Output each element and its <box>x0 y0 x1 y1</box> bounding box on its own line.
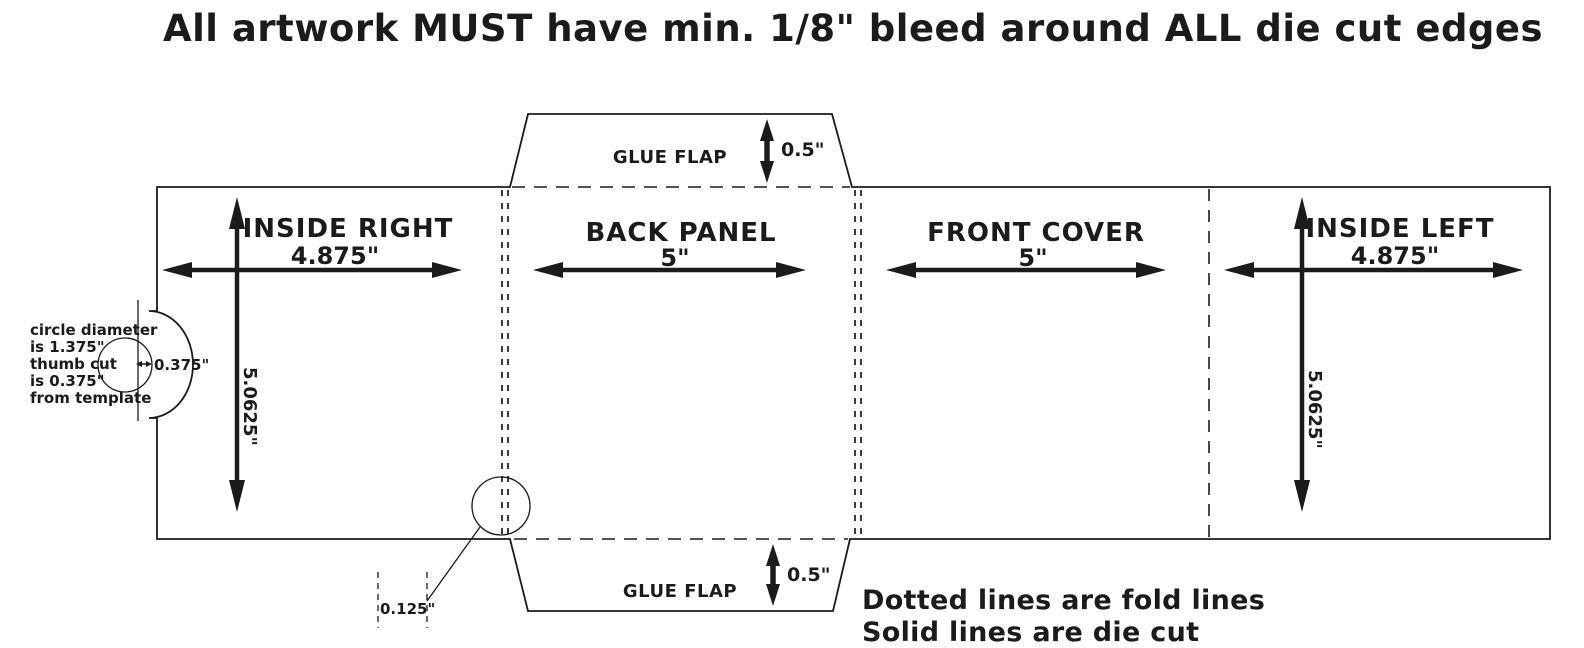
glue-flap-bottom-label: GLUE FLAP <box>623 581 737 602</box>
panel-width-back-panel: 5" <box>660 244 689 272</box>
height-label-inside-right: 5.0625" <box>239 367 260 446</box>
panel-width-inside-left: 4.875" <box>1351 242 1439 270</box>
panel-label-front-cover: FRONT COVER <box>927 218 1145 248</box>
glue-flap-top-height-label: 0.5" <box>781 139 825 161</box>
legend-fold-lines: Dotted lines are fold lines <box>862 585 1265 616</box>
width-arrow-inside-left <box>1224 262 1523 278</box>
height-arrow-inside-right <box>229 197 245 512</box>
panel-label-inside-right: INSIDE RIGHT <box>243 214 454 244</box>
legend-die-cut-lines: Solid lines are die cut <box>862 617 1199 648</box>
glue-flap-bottom-height-label: 0.5" <box>787 564 831 586</box>
thumb-cut-note-line-2: is 1.375" <box>30 338 105 356</box>
thumb-cut-note-line-1: circle diameter <box>30 321 158 339</box>
thumb-cut-note-line-4: is 0.375" <box>30 372 105 390</box>
thumb-cut-note-text: circle diameter is 1.375" thumb cut is 0… <box>30 321 158 407</box>
die-cut-outline <box>148 113 1551 612</box>
glue-flap-top-height-arrow <box>760 119 774 183</box>
thumb-cut-offset-arrow <box>136 361 152 367</box>
corner-gap-label: 0.125" <box>380 600 435 618</box>
height-label-inside-left: 5.0625" <box>1304 370 1325 449</box>
panel-label-back-panel: BACK PANEL <box>585 218 776 248</box>
corner-gap-callout-circle <box>471 476 531 536</box>
width-arrow-back-panel <box>533 262 806 278</box>
width-arrow-inside-right <box>162 262 462 278</box>
width-arrow-front-cover <box>886 262 1166 278</box>
thumb-cut-note-line-5: from template <box>30 389 151 407</box>
thumb-cut-circle <box>97 337 153 393</box>
thumb-cut-note-line-3: thumb cut <box>30 355 117 373</box>
thumb-cut-offset-label: 0.375" <box>154 356 209 374</box>
panel-label-inside-left: INSIDE LEFT <box>1305 214 1494 244</box>
bleed-warning-title: All artwork MUST have min. 1/8" bleed ar… <box>163 7 1543 50</box>
glue-flap-bottom-height-arrow <box>766 544 780 606</box>
glue-flap-top-label: GLUE FLAP <box>613 147 727 168</box>
height-arrow-inside-left <box>1294 197 1310 512</box>
corner-gap-leader-line <box>426 526 481 602</box>
panel-width-inside-right: 4.875" <box>291 242 379 270</box>
panel-width-front-cover: 5" <box>1018 244 1047 272</box>
